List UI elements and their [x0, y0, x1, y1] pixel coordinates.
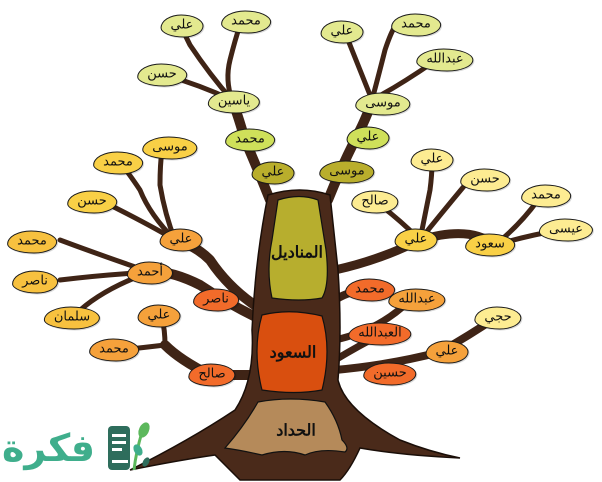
node-saood: سعود	[465, 233, 515, 257]
node-ali-root-left: علي	[251, 161, 295, 185]
book-leaf-icon	[108, 422, 150, 471]
node-nasser: ناصر	[193, 288, 239, 312]
node-issa: عيسى	[538, 218, 594, 242]
node-mohammed-mid-left: محمد	[225, 128, 275, 152]
node-mohammed-lower-left: محمد	[89, 338, 139, 362]
node-mohammed-left: محمد	[93, 151, 143, 175]
node-abdullah: عبدالله	[388, 288, 446, 312]
node-mohammed-top-right: محمد	[391, 13, 441, 37]
node-abdullah-top-right: عبدالله	[416, 48, 474, 72]
node-ali-lower-right: علي	[425, 340, 469, 364]
node-mohammed-top-left: محمد	[221, 10, 271, 34]
node-alabdullah: العبدالله	[348, 322, 412, 346]
node-musa-root-right: موسى	[319, 160, 375, 184]
trunk-label-saood: السعود	[269, 342, 317, 362]
node-mohammed-far-left: محمد	[7, 230, 57, 254]
node-hassan-right: حسن	[460, 168, 510, 192]
node-salman: سلمان	[43, 306, 101, 330]
node-yaseen: ياسين	[207, 90, 261, 114]
trunk-label-haddad: الحداد	[276, 420, 316, 440]
node-hassan-top-left: حسن	[137, 63, 187, 87]
node-hassan-left: حسن	[67, 190, 117, 214]
node-nasser-far-left: ناصر	[12, 270, 58, 294]
node-mohammed-far-right: محمد	[521, 184, 571, 208]
node-ahmed: أحمد	[127, 261, 173, 285]
node-hajji: حجي	[474, 306, 522, 330]
trunk-section-haddad	[223, 398, 348, 456]
node-ali-right: علي	[394, 228, 438, 252]
node-ali-mid-right: علي	[346, 126, 390, 150]
node-musa-upper: موسى	[355, 92, 411, 116]
node-saleh: صالح	[188, 363, 236, 387]
node-mohammed-right: محمد	[345, 278, 395, 302]
logo-text: فكرة	[2, 426, 96, 470]
logo: فكرة	[2, 418, 95, 478]
node-ali-top-right: علي	[320, 20, 364, 44]
trunk-section-saood	[256, 311, 328, 394]
trunk-label-manadil: المناديل	[271, 242, 323, 262]
node-hussein: حسين	[363, 362, 417, 386]
node-ali-top-left: علي	[160, 14, 204, 38]
node-musa-left: موسى	[142, 136, 198, 160]
node-ali-upper-right: علي	[410, 148, 454, 172]
trunk-section-manadil	[268, 195, 328, 301]
node-ali-lower-left: علي	[137, 304, 181, 328]
node-saleh-right: صالح	[351, 190, 399, 214]
node-ali-left: علي	[159, 228, 203, 252]
